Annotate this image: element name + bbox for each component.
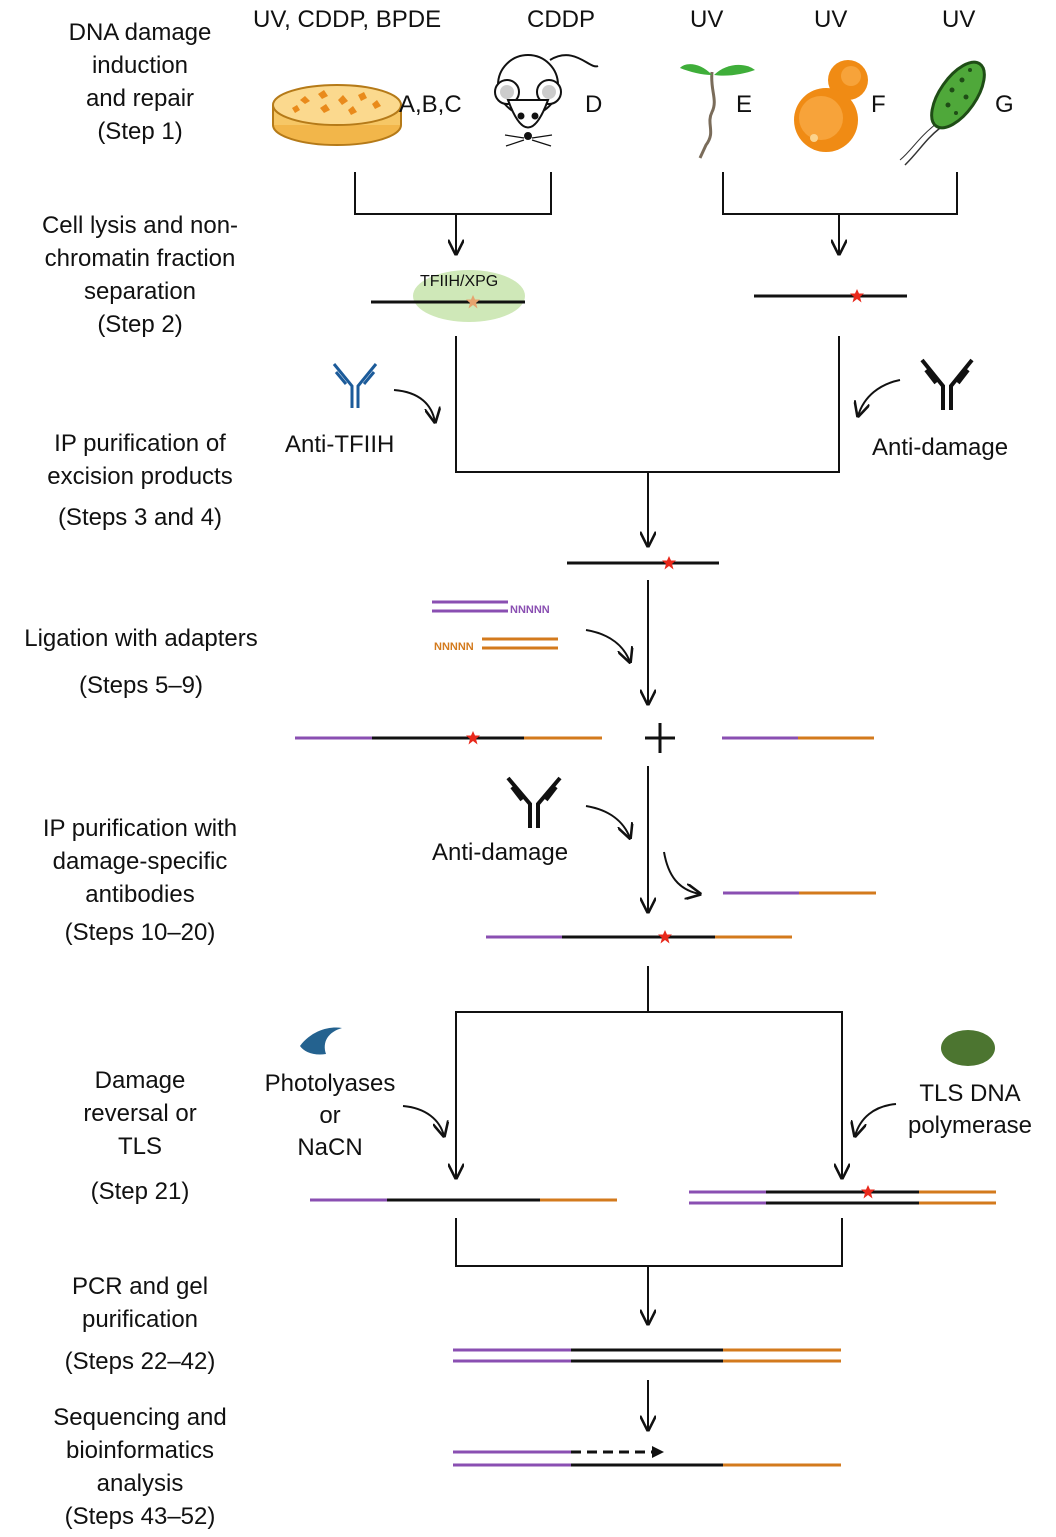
tls-arrow xyxy=(855,1103,897,1136)
tls-line-1: TLS DNA xyxy=(919,1080,1021,1107)
anti-damage-antibody-icon-1 xyxy=(920,358,974,410)
organism-letter-d: D xyxy=(585,91,603,118)
step-7-label: PCR and gel purification (Steps 22–42) xyxy=(20,1270,260,1378)
step-2-line-3: separation xyxy=(83,278,197,305)
step-6-label: Damage reversal or TLS (Step 21) xyxy=(40,1064,240,1208)
step-8-line-1: Sequencing and xyxy=(53,1404,227,1431)
petri-dish-icon xyxy=(272,84,402,146)
adapter-n-top: NNNNN xyxy=(510,604,550,616)
tls-polymerase-label: TLS DNA polymerase xyxy=(890,1078,1050,1142)
step2-connector xyxy=(455,336,840,546)
step-5-line-4: (Steps 10–20) xyxy=(64,919,216,946)
step-1-label: DNA damage induction and repair (Step 1) xyxy=(20,16,260,148)
photolyase-line-1: Photolyases xyxy=(264,1070,396,1097)
step-3-line-2: excision products xyxy=(47,463,233,490)
tls-polymerase-icon xyxy=(941,1030,995,1066)
organism-letter-g: G xyxy=(995,91,1014,118)
step-6-line-1: Damage xyxy=(94,1067,186,1094)
step-8-label: Sequencing and bioinformatics analysis (… xyxy=(20,1401,260,1533)
photolyase-arrow xyxy=(402,1105,444,1136)
anti-damage-antibody-icon-2 xyxy=(506,776,562,828)
anti-tfiih-arrow xyxy=(393,389,435,422)
pcr-product xyxy=(453,1348,841,1363)
agent-label-g: UV xyxy=(942,6,976,33)
step-8-line-3: analysis xyxy=(96,1470,184,1497)
damaged-dna-fragment xyxy=(754,289,907,303)
step-6-line-3: TLS xyxy=(117,1133,162,1160)
step-4-line-1: Ligation with adapters xyxy=(24,625,258,652)
organism-letter-e: E xyxy=(736,91,753,118)
step-1-line-3: and repair xyxy=(85,85,195,112)
organism-letter-abc: A,B,C xyxy=(399,91,462,118)
agent-label-d: CDDP xyxy=(527,6,596,33)
adapter-arrow xyxy=(585,629,630,662)
merge-connector xyxy=(455,1218,843,1324)
anti-damage-arrow-1 xyxy=(858,379,901,416)
step-2-line-1: Cell lysis and non- xyxy=(41,212,239,239)
photolyase-icon xyxy=(300,1027,342,1055)
step-2-line-2: chromatin fraction xyxy=(44,245,236,272)
step-1-line-2: induction xyxy=(91,52,189,79)
step-8-line-4: (Steps 43–52) xyxy=(64,1503,216,1530)
step-7-line-3: (Steps 22–42) xyxy=(64,1348,216,1375)
photolyase-label: Photolyases or NaCN xyxy=(240,1068,420,1164)
adapter-orange xyxy=(482,637,558,650)
plus-sign xyxy=(645,723,675,753)
anti-tfiih-label: Anti-TFIIH xyxy=(285,431,395,458)
tfiih-complex xyxy=(371,270,525,322)
sequencing-product xyxy=(453,1446,841,1467)
step-3-line-3: (Steps 3 and 4) xyxy=(57,504,223,531)
excision-product xyxy=(567,556,719,570)
tls-line-2: polymerase xyxy=(907,1112,1033,1139)
step-7-line-2: purification xyxy=(81,1306,199,1333)
anti-damage-arrow-2 xyxy=(585,805,630,838)
step-3-line-1: IP purification of xyxy=(54,430,226,457)
ligated-damaged-product xyxy=(295,731,602,745)
yeast-cell-icon xyxy=(794,60,868,152)
step-7-line-1: PCR and gel xyxy=(71,1273,209,1300)
step-1-line-1: DNA damage xyxy=(68,19,212,46)
step-5-line-1: IP purification with xyxy=(42,815,238,842)
step-3-label: IP purification of excision products (St… xyxy=(20,427,260,534)
anti-damage-label-1: Anti-damage xyxy=(872,434,1009,461)
adapter-purple xyxy=(432,600,508,613)
step-2-label: Cell lysis and non- chromatin fraction s… xyxy=(20,209,260,341)
tfiih-xpg-label: TFIIH/XPG xyxy=(420,273,499,290)
mouse-icon xyxy=(494,54,599,147)
step-6-line-2: reversal or xyxy=(83,1100,197,1127)
photolyase-line-2: or xyxy=(319,1102,341,1129)
step-4-label: Ligation with adapters (Steps 5–9) xyxy=(0,622,282,702)
step1-connector xyxy=(354,172,958,254)
adapter-n-bottom: NNNNN xyxy=(434,641,474,653)
bacterium-icon xyxy=(899,60,986,166)
step-1-line-4: (Step 1) xyxy=(97,118,183,145)
purified-damaged-product xyxy=(486,930,792,944)
discard-arrow xyxy=(663,851,700,894)
step-6-line-4: (Step 21) xyxy=(90,1178,190,1205)
anti-tfiih-antibody-icon xyxy=(332,363,378,408)
agent-label-e: UV xyxy=(690,6,724,33)
step-5-line-2: damage-specific xyxy=(52,848,228,875)
step-2-line-4: (Step 2) xyxy=(97,311,183,338)
split-connector xyxy=(456,966,842,1178)
step-8-line-2: bioinformatics xyxy=(65,1437,215,1464)
plant-seedling-icon xyxy=(680,64,755,159)
step-5-label: IP purification with damage-specific ant… xyxy=(20,812,260,949)
photolyase-line-3: NaCN xyxy=(297,1134,363,1161)
step-4-line-2: (Steps 5–9) xyxy=(78,672,204,699)
agent-label-f: UV xyxy=(814,6,848,33)
tls-double-strand-product xyxy=(689,1185,996,1205)
organism-letter-f: F xyxy=(871,91,886,118)
agent-label-a: UV, CDDP, BPDE xyxy=(253,6,442,33)
step-5-line-3: antibodies xyxy=(85,881,195,908)
anti-damage-label-2: Anti-damage xyxy=(432,839,569,866)
